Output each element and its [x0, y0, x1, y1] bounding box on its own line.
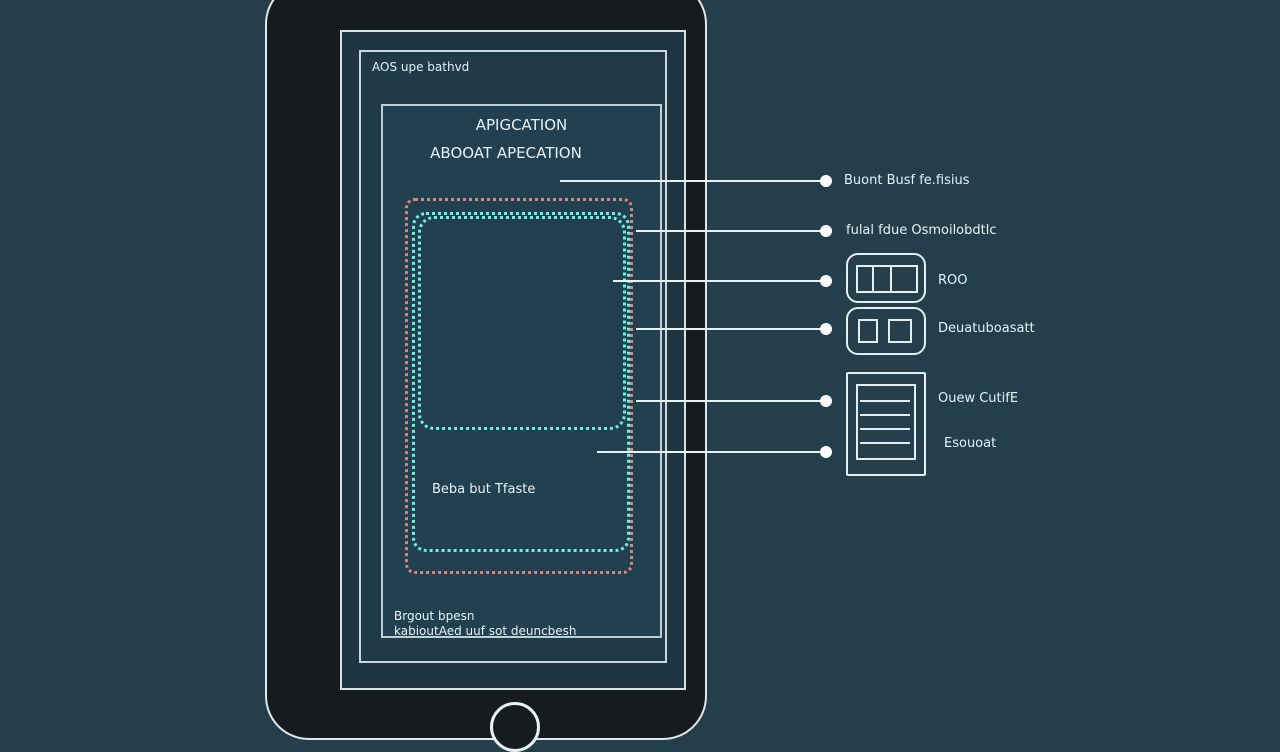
image-placeholder [418, 216, 626, 430]
callout-label-3: ROO [938, 273, 968, 288]
callout-line-2 [636, 230, 826, 232]
callout-line-1 [560, 180, 826, 182]
callout-dot-4 [820, 323, 832, 335]
content-frame-inner [412, 212, 630, 552]
callout-line-4 [636, 328, 826, 330]
footer-line1: Brgout bpesn [394, 609, 475, 623]
callout-dot-6 [820, 446, 832, 458]
app-title-line2: ABOOAT APECATION [430, 144, 582, 162]
callout-line-6 [597, 451, 826, 453]
content-label: Beba but Tfaste [432, 482, 536, 497]
callout-label-1: Buont Busf fe.fisius [844, 173, 970, 188]
callout-label-5: Ouew CutifE [938, 391, 1019, 406]
footer-line2: kabioutAed uuf sot deuncbesh [394, 624, 577, 638]
callout-label-6: Esouoat [944, 436, 997, 451]
callout-line-5 [636, 400, 826, 402]
app-title-line1: APIGCATION [475, 116, 568, 134]
layout-grid-icon [846, 253, 926, 303]
document-icon [846, 372, 926, 476]
home-button[interactable] [490, 702, 540, 752]
callout-dot-2 [820, 225, 832, 237]
callout-dot-1 [820, 175, 832, 187]
callout-dot-3 [820, 275, 832, 287]
callout-dot-5 [820, 395, 832, 407]
callout-label-4: Deuatuboasatt [938, 321, 1035, 336]
content-frame-outer [405, 198, 633, 574]
callout-line-3 [613, 280, 826, 282]
callout-label-2: fulal fdue Osmoilobdtlc [846, 223, 997, 238]
screen-header: AOS upe bathvd [372, 60, 470, 74]
split-panel-icon [846, 307, 926, 355]
